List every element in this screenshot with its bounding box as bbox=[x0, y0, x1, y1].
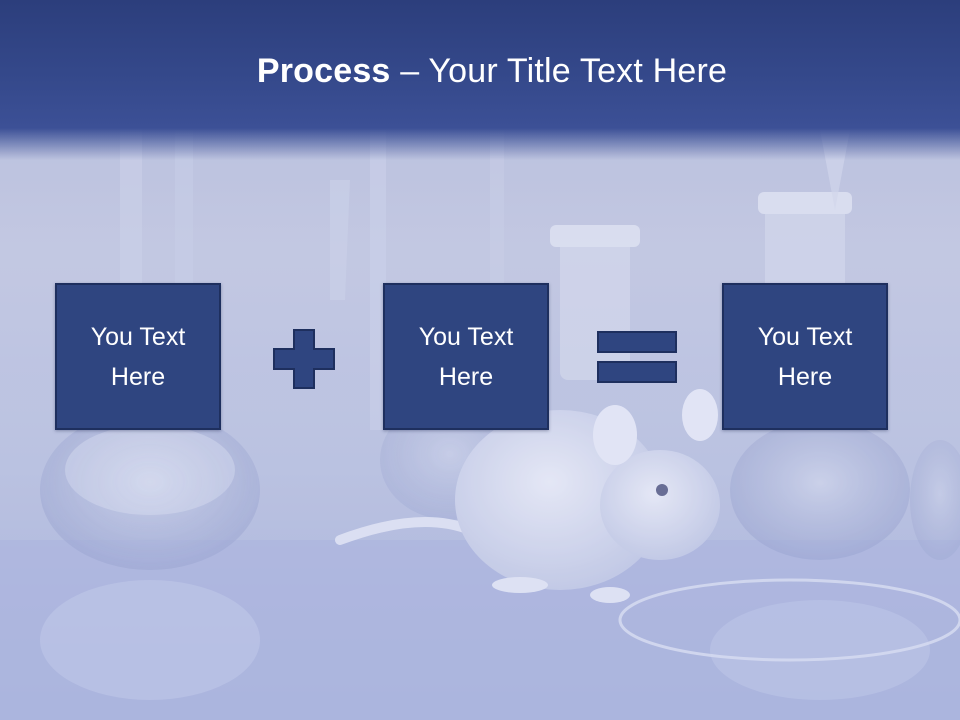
process-box-1-text: You Text Here bbox=[90, 322, 186, 391]
process-box-1[interactable]: You Text Here bbox=[55, 283, 221, 430]
mouse-figure bbox=[335, 389, 720, 603]
process-box-2-text: You Text Here bbox=[418, 322, 514, 391]
process-box-2[interactable]: You Text Here bbox=[383, 283, 549, 430]
equals-icon bbox=[597, 331, 677, 383]
process-box-3-text: You Text Here bbox=[757, 322, 853, 391]
plus-icon bbox=[273, 329, 335, 389]
title-separator: – bbox=[390, 52, 429, 90]
slide-title: Process – Your Title Text Here bbox=[0, 52, 960, 91]
title-bar bbox=[0, 0, 960, 160]
title-bold: Process bbox=[256, 52, 391, 90]
title-text: Your Title Text Here bbox=[428, 52, 728, 90]
process-box-3[interactable]: You Text Here bbox=[722, 283, 888, 430]
